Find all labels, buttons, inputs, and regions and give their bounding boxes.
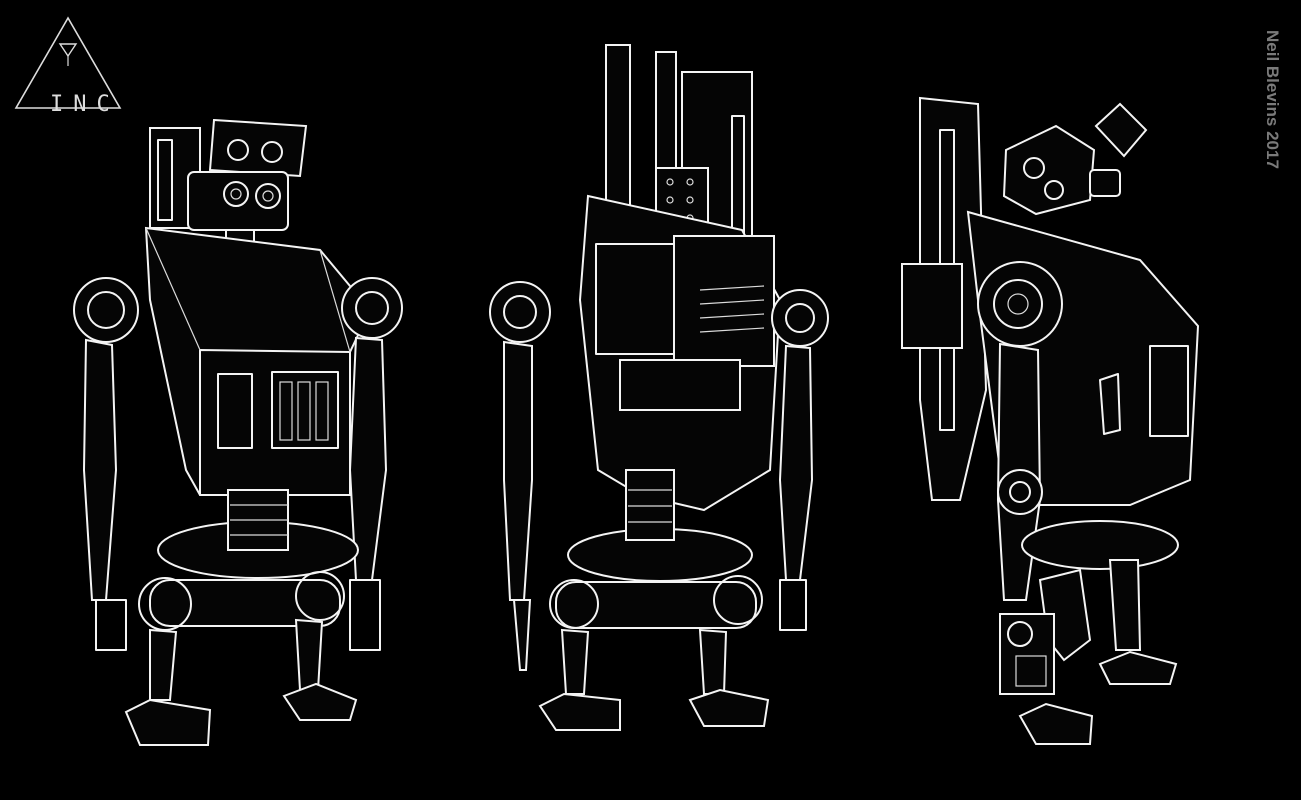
robot-view-front [73,118,403,746]
inc-logo: INC [12,14,124,117]
logo-triangle-icon [14,16,122,109]
logo-text: INC [50,92,120,117]
robot-view-back [489,44,829,731]
robot-view-side [901,96,1200,745]
